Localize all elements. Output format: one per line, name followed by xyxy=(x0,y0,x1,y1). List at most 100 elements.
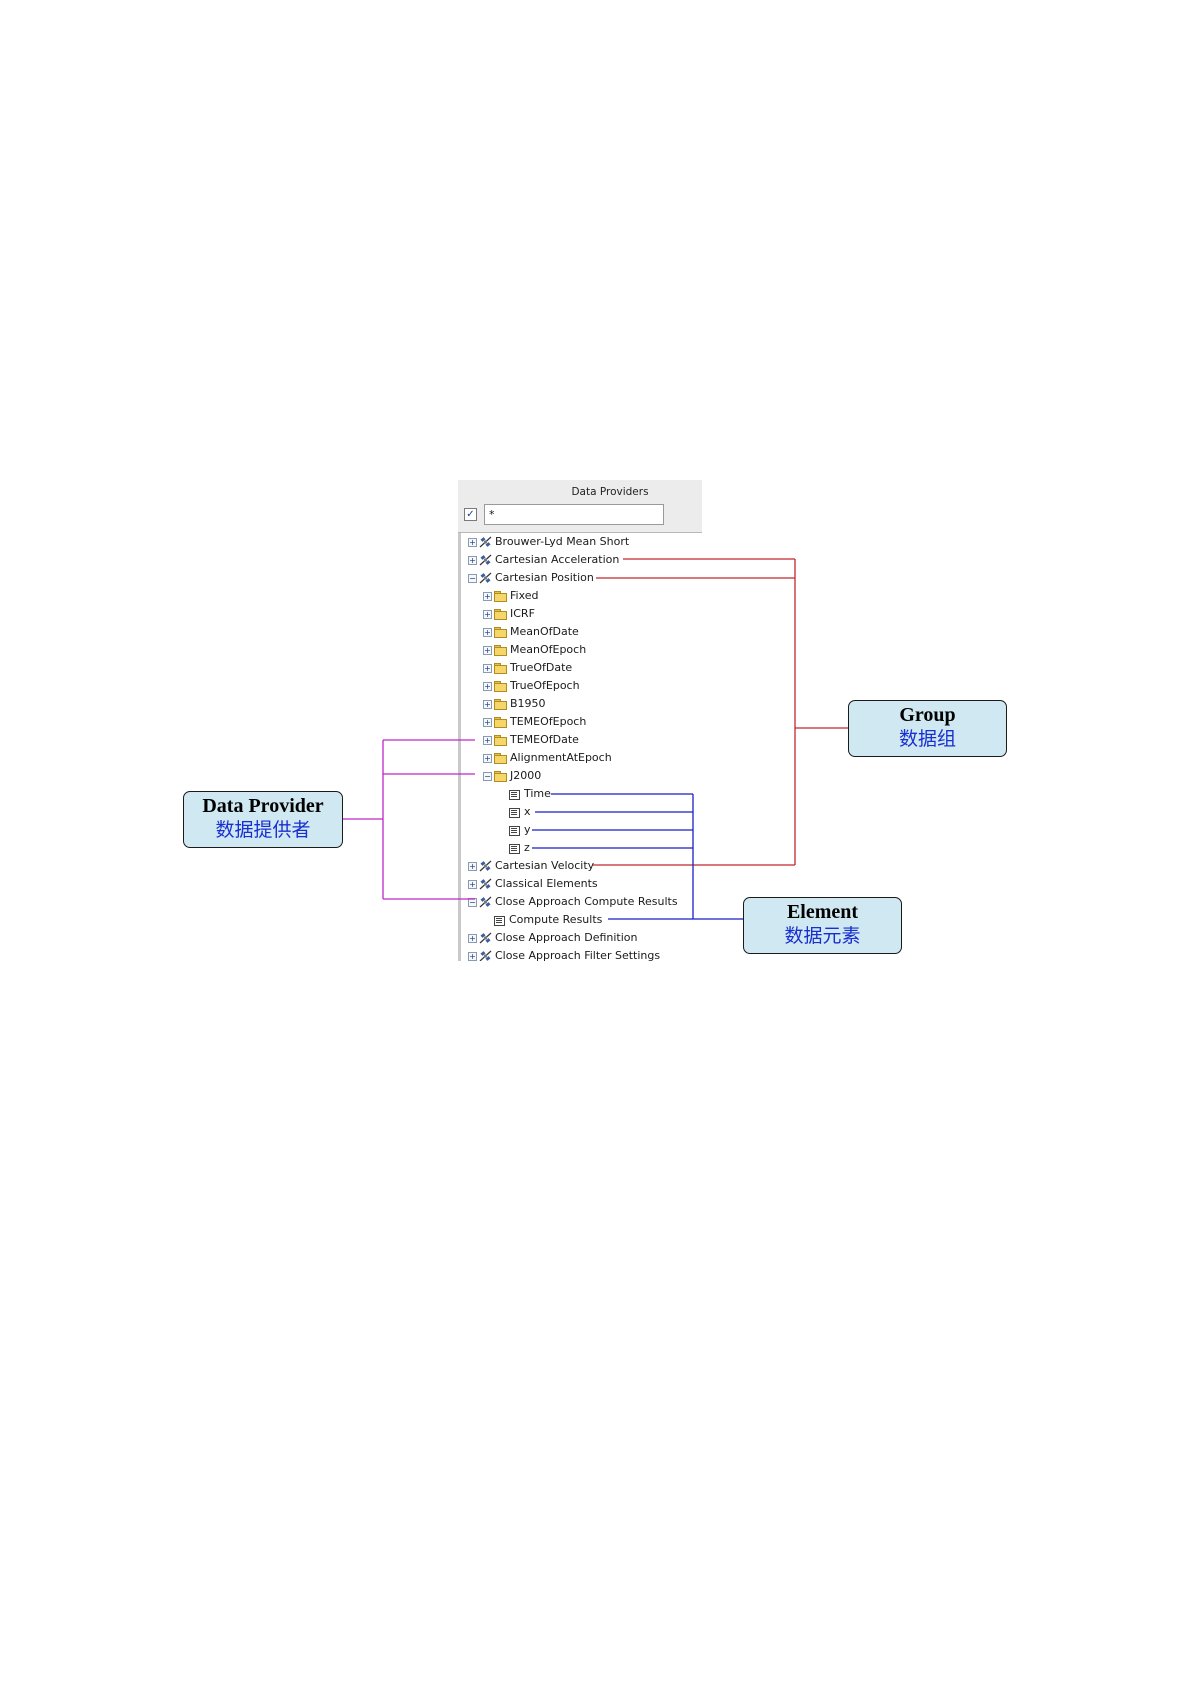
tree-row-provider[interactable]: + Brouwer-Lyd Mean Short xyxy=(468,533,629,551)
expand-icon[interactable]: + xyxy=(483,717,492,727)
tree-row-label: Close Approach Filter Settings xyxy=(495,949,661,961)
collapse-icon[interactable]: − xyxy=(483,771,492,781)
expand-icon[interactable]: + xyxy=(483,699,492,709)
tree-row-group[interactable]: + TrueOfDate xyxy=(483,659,572,677)
collapse-icon[interactable]: − xyxy=(468,573,477,583)
tree-row-element[interactable]: z xyxy=(498,839,530,857)
expand-icon[interactable]: + xyxy=(483,735,492,745)
folder-icon xyxy=(494,626,507,638)
tree-row-label: Compute Results xyxy=(509,913,603,926)
tree-row-group[interactable]: + Fixed xyxy=(483,587,539,605)
tree-row-group[interactable]: + TrueOfEpoch xyxy=(483,677,580,695)
tree-row-provider[interactable]: + Close Approach Definition xyxy=(468,929,637,947)
data-provider-callout-zh: 数据提供者 xyxy=(215,819,311,841)
tree-row-label: x xyxy=(524,805,531,818)
tree-row-label: B1950 xyxy=(510,697,546,710)
tree-row-provider[interactable]: −Close Approach Compute Results xyxy=(468,893,678,911)
expand-icon[interactable]: + xyxy=(483,663,492,673)
provider-connector xyxy=(342,739,475,900)
data-element-icon xyxy=(508,788,521,800)
filter-checkbox[interactable]: ✓ xyxy=(464,508,477,521)
expand-icon[interactable]: + xyxy=(468,879,477,889)
expand-icon[interactable]: + xyxy=(483,627,492,637)
tree-row-label: z xyxy=(524,841,530,854)
tree-row-label: TrueOfDate xyxy=(510,661,573,674)
group-callout-en: Group xyxy=(899,704,956,726)
tree-row-group[interactable]: + ICRF xyxy=(483,605,535,623)
expand-icon[interactable]: + xyxy=(468,555,477,565)
folder-icon xyxy=(494,734,507,746)
expand-icon[interactable]: + xyxy=(483,591,492,601)
satellite-icon xyxy=(479,572,492,584)
tree-row-group[interactable]: + TEMEOfEpoch xyxy=(483,713,586,731)
expand-icon[interactable]: + xyxy=(483,609,492,619)
tree-row-element[interactable]: Compute Results xyxy=(483,911,602,929)
expand-icon[interactable]: + xyxy=(483,681,492,691)
folder-icon xyxy=(494,770,507,782)
tree-row-group[interactable]: + MeanOfDate xyxy=(483,623,579,641)
tree-row-provider[interactable]: + Cartesian Acceleration xyxy=(468,551,619,569)
tree-row-group[interactable]: −J2000 xyxy=(483,767,541,785)
expand-icon[interactable]: + xyxy=(468,537,477,547)
tree-row-provider[interactable]: + Cartesian Velocity xyxy=(468,857,594,875)
tree-row-label: Cartesian Position xyxy=(495,571,594,584)
tree-row-label: AlignmentAtEpoch xyxy=(510,751,612,764)
satellite-icon xyxy=(479,536,492,548)
tree-row-group[interactable]: + AlignmentAtEpoch xyxy=(483,749,612,767)
tree-row-group[interactable]: + B1950 xyxy=(483,695,546,713)
folder-icon xyxy=(494,590,507,602)
tree-row-element[interactable]: x xyxy=(498,803,531,821)
tree-row-label: TEMEOfEpoch xyxy=(510,715,587,728)
tree-row-label: y xyxy=(524,823,531,836)
tree-row-label: TrueOfEpoch xyxy=(510,679,580,692)
tree-row-label: ICRF xyxy=(510,607,535,620)
expand-icon[interactable]: + xyxy=(483,753,492,763)
satellite-icon xyxy=(479,554,492,566)
tree-row-label: MeanOfEpoch xyxy=(510,643,587,656)
tree-row-group[interactable]: + TEMEOfDate xyxy=(483,731,579,749)
tree-row-label: Cartesian Velocity xyxy=(495,859,595,872)
element-callout-en: Element xyxy=(786,901,859,923)
tree-row-label: Classical Elements xyxy=(495,877,598,890)
tree-row-provider[interactable]: − Cartesian Position xyxy=(468,569,594,587)
folder-icon xyxy=(494,680,507,692)
collapse-icon[interactable]: − xyxy=(468,897,477,907)
tree-row-element[interactable]: Time xyxy=(498,785,551,803)
group-callout: Group 数据组 xyxy=(848,700,1007,757)
expand-icon[interactable]: + xyxy=(468,861,477,871)
tree-row-element[interactable]: y xyxy=(498,821,531,839)
expand-icon[interactable]: + xyxy=(468,933,477,943)
element-callout-zh: 数据元素 xyxy=(784,925,861,947)
filter-input[interactable] xyxy=(484,504,664,525)
tree-row-label: Time xyxy=(524,787,551,800)
tree-row-label: Brouwer-Lyd Mean Short xyxy=(495,535,630,548)
satellite-icon xyxy=(479,860,492,872)
tree-row-label: Fixed xyxy=(510,589,539,602)
data-element-icon xyxy=(508,842,521,854)
panel-header: Data Providers ✓ xyxy=(458,480,702,533)
tree-row-provider[interactable]: + Classical Elements xyxy=(468,875,598,893)
satellite-icon xyxy=(479,896,492,908)
tree-row-label: TEMEOfDate xyxy=(510,733,579,746)
data-providers-panel: Data Providers ✓ + Brouwer-Lyd Mean Short… xyxy=(458,480,702,961)
data-element-icon xyxy=(493,914,506,926)
tree-row-label: Close Approach Definition xyxy=(495,931,638,944)
data-provider-callout-en: Data Provider xyxy=(202,795,324,817)
group-callout-zh: 数据组 xyxy=(898,728,956,750)
data-provider-callout: Data Provider 数据提供者 xyxy=(183,791,343,848)
folder-icon xyxy=(494,608,507,620)
expand-icon[interactable]: + xyxy=(468,951,477,961)
tree-left-border xyxy=(458,533,461,961)
expand-icon[interactable]: + xyxy=(483,645,492,655)
tree-row-label: Cartesian Acceleration xyxy=(495,553,620,566)
folder-icon xyxy=(494,752,507,764)
panel-title: Data Providers xyxy=(571,486,649,498)
tree-row-provider[interactable]: + Close Approach Filter Settings xyxy=(468,947,660,961)
folder-icon xyxy=(494,716,507,728)
element-callout: Element 数据元素 xyxy=(743,897,902,954)
folder-icon xyxy=(494,644,507,656)
folder-icon xyxy=(494,698,507,710)
satellite-icon xyxy=(479,878,492,890)
tree-row-label: MeanOfDate xyxy=(510,625,579,638)
tree-row-group[interactable]: + MeanOfEpoch xyxy=(483,641,586,659)
